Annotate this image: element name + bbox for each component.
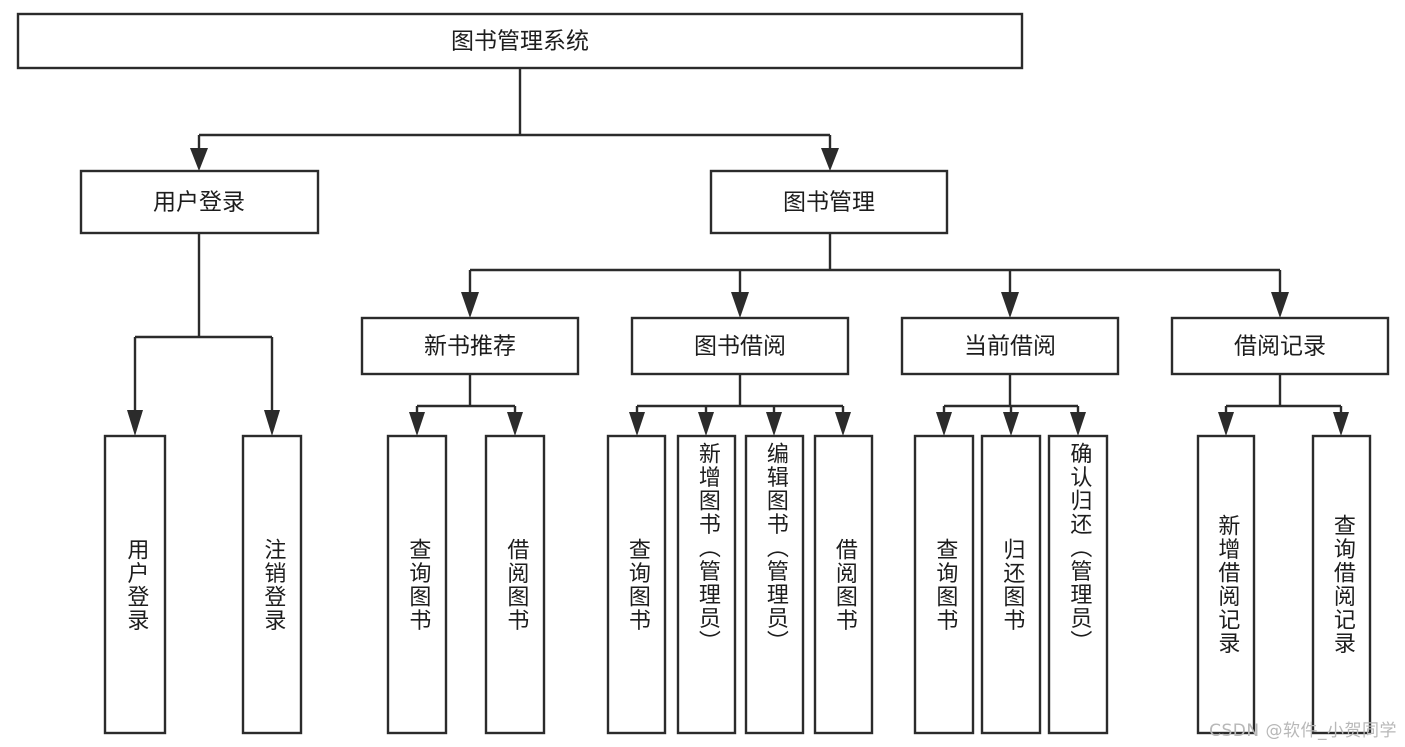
connector-group-user-login: [127, 233, 280, 436]
node-root[interactable]: 图书管理系统: [16, 12, 1024, 70]
node-new-book-recommend-box[interactable]: [360, 316, 580, 376]
connector-group-current-borrow: [936, 374, 1086, 436]
node-book-borrow[interactable]: 图书借阅: [630, 316, 850, 376]
arrow-record-to-leaf-add-record: [1218, 412, 1234, 436]
leaf-query-borrow-record-box[interactable]: [1311, 434, 1372, 735]
leaf-add-book-admin-box[interactable]: [676, 434, 737, 735]
leaf-borrow-book-rec-box[interactable]: [484, 434, 546, 735]
arrow-bm-to-book-borrow: [731, 292, 749, 318]
node-user-login-label: 用户登录: [153, 190, 245, 216]
arrow-ul-to-leaf-user-logout: [264, 410, 280, 436]
arrow-current-to-leaf-query-book: [936, 412, 952, 436]
arrow-current-to-leaf-return-book: [1003, 412, 1019, 436]
arrow-root-to-book-manage: [821, 148, 839, 171]
arrow-bm-to-borrow-record: [1271, 292, 1289, 318]
arrow-current-to-leaf-confirm-return: [1070, 412, 1086, 436]
arrow-borrow-to-leaf-borrow-book: [835, 412, 851, 436]
node-borrow-record[interactable]: 借阅记录: [1170, 316, 1390, 376]
leaf-confirm-return-admin-box[interactable]: [1047, 434, 1109, 735]
node-book-borrow-label: 图书借阅: [694, 334, 786, 360]
node-book-manage-box[interactable]: [709, 169, 949, 235]
node-new-book-recommend[interactable]: 新书推荐: [360, 316, 580, 376]
connector-group-book-borrow: [629, 374, 851, 436]
leaf-query-book-rec-box[interactable]: [386, 434, 448, 735]
arrow-rec-to-leaf-borrow-book: [507, 412, 523, 436]
node-current-borrow-box[interactable]: [900, 316, 1120, 376]
leaf-user-logout-box[interactable]: [241, 434, 303, 735]
node-book-manage-label: 图书管理: [783, 190, 875, 216]
arrow-bm-to-current-borrow: [1001, 292, 1019, 318]
arrow-rec-to-leaf-query-book: [409, 412, 425, 436]
leaf-query-book-borrow-box[interactable]: [606, 434, 667, 735]
node-new-book-recommend-label: 新书推荐: [424, 334, 516, 360]
node-book-manage[interactable]: 图书管理: [709, 169, 949, 235]
connector-group-borrow-record: [1218, 374, 1349, 436]
node-user-login-box[interactable]: [79, 169, 320, 235]
leaf-add-borrow-record-box[interactable]: [1196, 434, 1256, 735]
node-borrow-record-label: 借阅记录: [1234, 334, 1326, 360]
arrow-record-to-leaf-query-record: [1333, 412, 1349, 436]
arrow-root-to-user-login: [190, 148, 208, 171]
csdn-watermark: CSDN @软件_小贺同学: [1209, 721, 1397, 741]
connector-group-root: [190, 68, 839, 171]
connector-group-new-book-recommend: [409, 374, 523, 436]
node-root-label: 图书管理系统: [451, 29, 589, 55]
leaf-return-book-box[interactable]: [980, 434, 1042, 735]
arrow-bm-to-new-book-recommend: [461, 292, 479, 318]
leaf-user-login-box[interactable]: [103, 434, 167, 735]
arrow-borrow-to-leaf-query-book: [629, 412, 645, 436]
connector-group-book-manage: [461, 233, 1289, 318]
leaf-edit-book-admin-box[interactable]: [744, 434, 805, 735]
arrow-borrow-to-leaf-add-book: [698, 412, 714, 436]
node-user-login[interactable]: 用户登录: [79, 169, 320, 235]
leaf-query-book-current-box[interactable]: [913, 434, 975, 735]
leaf-borrow-book-box[interactable]: [813, 434, 874, 735]
node-borrow-record-box[interactable]: [1170, 316, 1390, 376]
arrow-borrow-to-leaf-edit-book: [766, 412, 782, 436]
node-book-borrow-box[interactable]: [630, 316, 850, 376]
node-root-box[interactable]: [16, 12, 1024, 70]
node-current-borrow-label: 当前借阅: [964, 334, 1056, 360]
node-current-borrow[interactable]: 当前借阅: [900, 316, 1120, 376]
arrow-ul-to-leaf-user-login: [127, 410, 143, 436]
